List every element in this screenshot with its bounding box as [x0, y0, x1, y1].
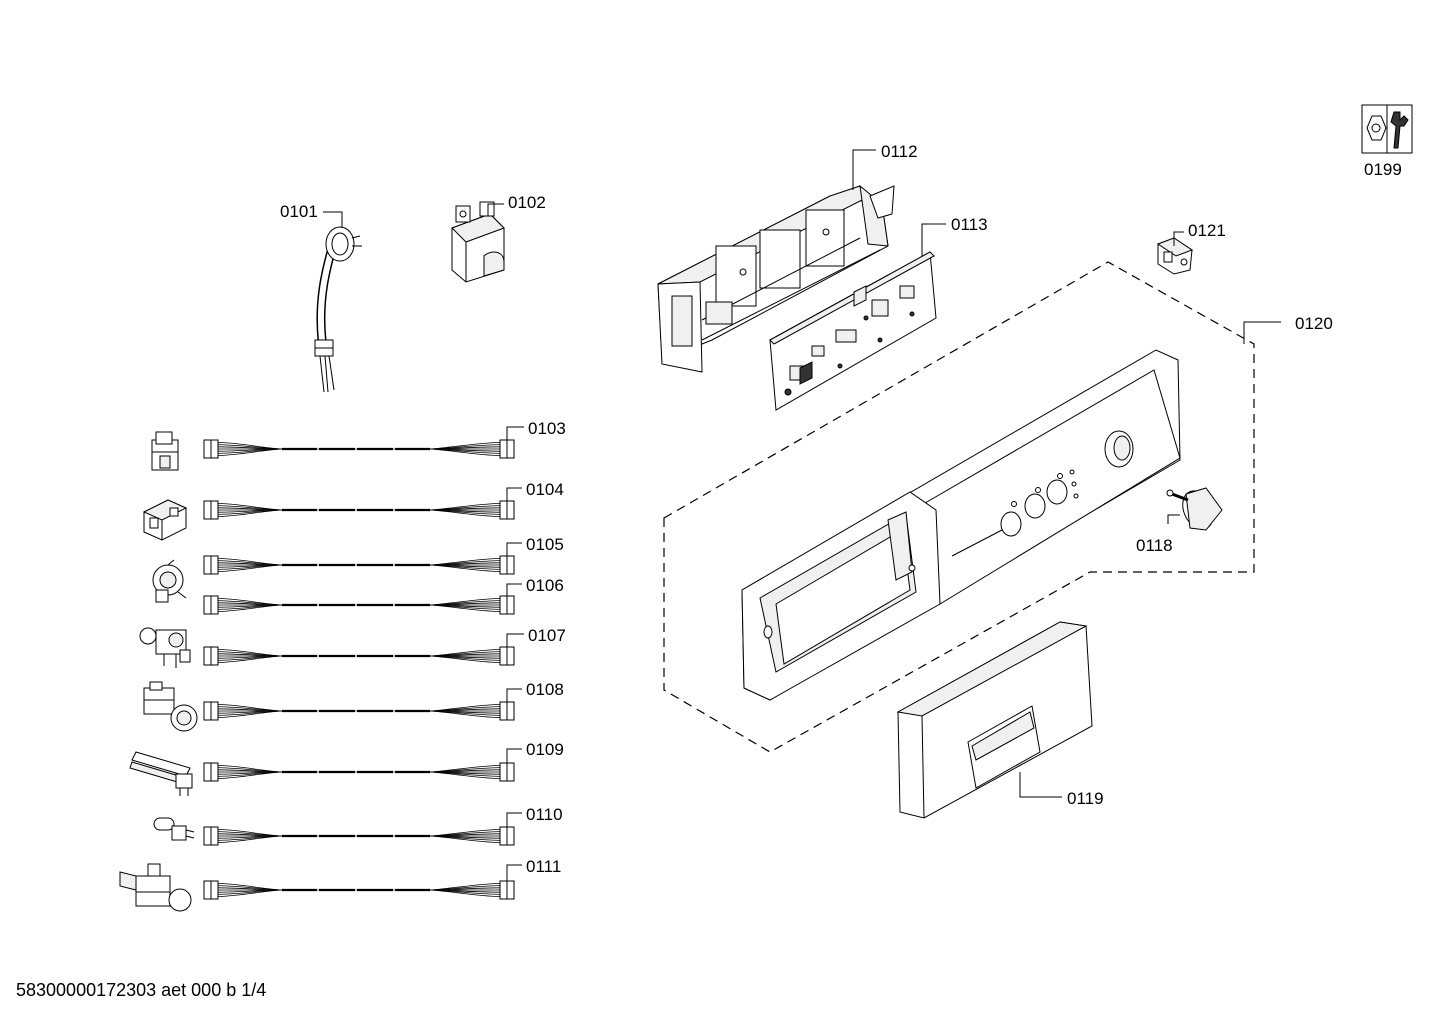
pressure-switch-part — [152, 559, 187, 603]
drain-pump-part — [143, 681, 198, 732]
control-panel-front-part — [741, 349, 1181, 701]
control-module-housing-part — [657, 184, 895, 373]
bracket-clip-part — [1156, 237, 1194, 275]
label-0112: 0112 — [881, 142, 918, 161]
interference-filter-part — [451, 201, 505, 283]
program-knob-part — [1166, 487, 1223, 531]
water-valve-part — [139, 627, 191, 668]
label-0104: 0104 — [526, 480, 564, 499]
label-0113: 0113 — [951, 215, 988, 234]
label-0102: 0102 — [508, 193, 546, 212]
wire-harness-group — [203, 426, 524, 900]
label-0118: 0118 — [1136, 536, 1173, 555]
wrench-nut-icon — [1361, 104, 1413, 154]
label-0107: 0107 — [528, 626, 566, 645]
door-lock-part — [142, 499, 188, 541]
label-0101: 0101 — [280, 202, 318, 221]
wire-harness — [203, 688, 522, 721]
temperature-sensor-part — [153, 817, 195, 841]
label-0119: 0119 — [1067, 789, 1104, 808]
power-cord-part — [314, 226, 362, 393]
label-0110: 0110 — [526, 805, 563, 824]
label-0103: 0103 — [528, 419, 566, 438]
wire-harness — [203, 812, 522, 846]
label-0109: 0109 — [526, 740, 564, 759]
wire-harness — [203, 748, 522, 782]
wire-harness — [203, 426, 524, 459]
label-0106: 0106 — [526, 576, 564, 595]
heater-element-part — [129, 751, 193, 796]
label-0121: 0121 — [1188, 221, 1226, 240]
circuit-board-part — [769, 251, 937, 411]
label-0108: 0108 — [526, 680, 564, 699]
motor-part — [119, 863, 192, 912]
drawing-reference-footer: 58300000172303 aet 000 b 1/4 — [16, 980, 267, 1000]
wire-harness — [203, 487, 522, 520]
wire-harness — [203, 864, 522, 900]
connector-block-part — [151, 431, 179, 471]
label-0105: 0105 — [526, 535, 564, 554]
label-0199: 0199 — [1364, 160, 1402, 179]
wire-harness — [203, 583, 522, 615]
label-0111: 0111 — [526, 857, 561, 876]
wire-harness — [203, 542, 522, 575]
detergent-drawer-handle-part — [896, 621, 1093, 819]
label-0120: 0120 — [1295, 314, 1333, 333]
wire-harness — [203, 633, 524, 666]
panel-assembly-outline — [663, 261, 1255, 753]
